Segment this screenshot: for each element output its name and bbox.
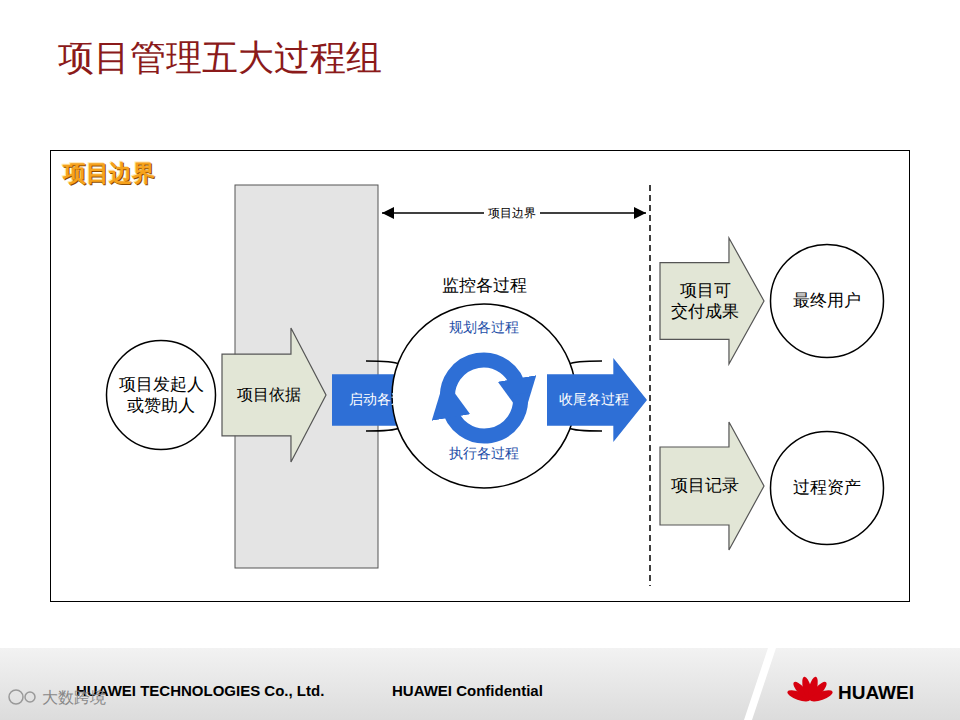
- process-label: 规划各过程: [376, 317, 592, 337]
- watermark: 大数跨境: [42, 688, 106, 709]
- node-label: 过程资产: [793, 477, 861, 498]
- footer-slash: [744, 648, 776, 720]
- footer-bar: [0, 648, 960, 720]
- region-heading: 项目边界: [63, 159, 155, 188]
- process-label: 执行各过程: [376, 443, 592, 463]
- node-label: 项目发起人 或赞助人: [116, 374, 206, 416]
- node-label: 项目依据: [237, 385, 301, 405]
- dimension-label: 项目边界: [484, 205, 540, 222]
- huawei-logo: [786, 676, 834, 704]
- records-arrow: 项目记录: [659, 421, 765, 551]
- deliverable-arrow: 项目可 交付成果: [659, 237, 765, 365]
- assets-circle: 过程资产: [769, 430, 885, 546]
- node-label: 启动各过程: [349, 391, 419, 409]
- footer-brand: HUAWEI: [838, 682, 914, 704]
- boundary-line: [649, 185, 651, 586]
- input-arrow: 项目依据: [221, 327, 327, 463]
- sponsor-circle: 项目发起人 或赞助人: [105, 339, 217, 451]
- closing-arrow: 收尾各过程: [546, 357, 648, 443]
- node-label: 项目可 交付成果: [669, 280, 741, 323]
- end-user-circle: 最终用户: [769, 243, 885, 359]
- monitor-label: 监控各过程: [376, 275, 592, 295]
- node-label: 收尾各过程: [559, 391, 629, 409]
- project-boundary-frame: 项目发起人 或赞助人项目依据启动各过程监控各过程规划各过程执行各过程收尾各过程项…: [50, 150, 910, 602]
- watermark-icon: [9, 690, 35, 704]
- node-label: 最终用户: [793, 290, 861, 311]
- footer-company: HUAWEI TECHNOLOGIES Co., Ltd.: [76, 682, 324, 699]
- page-title: 项目管理五大过程组: [58, 34, 382, 83]
- node-label: 项目记录: [671, 475, 739, 496]
- footer-confidential: HUAWEI Confidential: [392, 682, 543, 699]
